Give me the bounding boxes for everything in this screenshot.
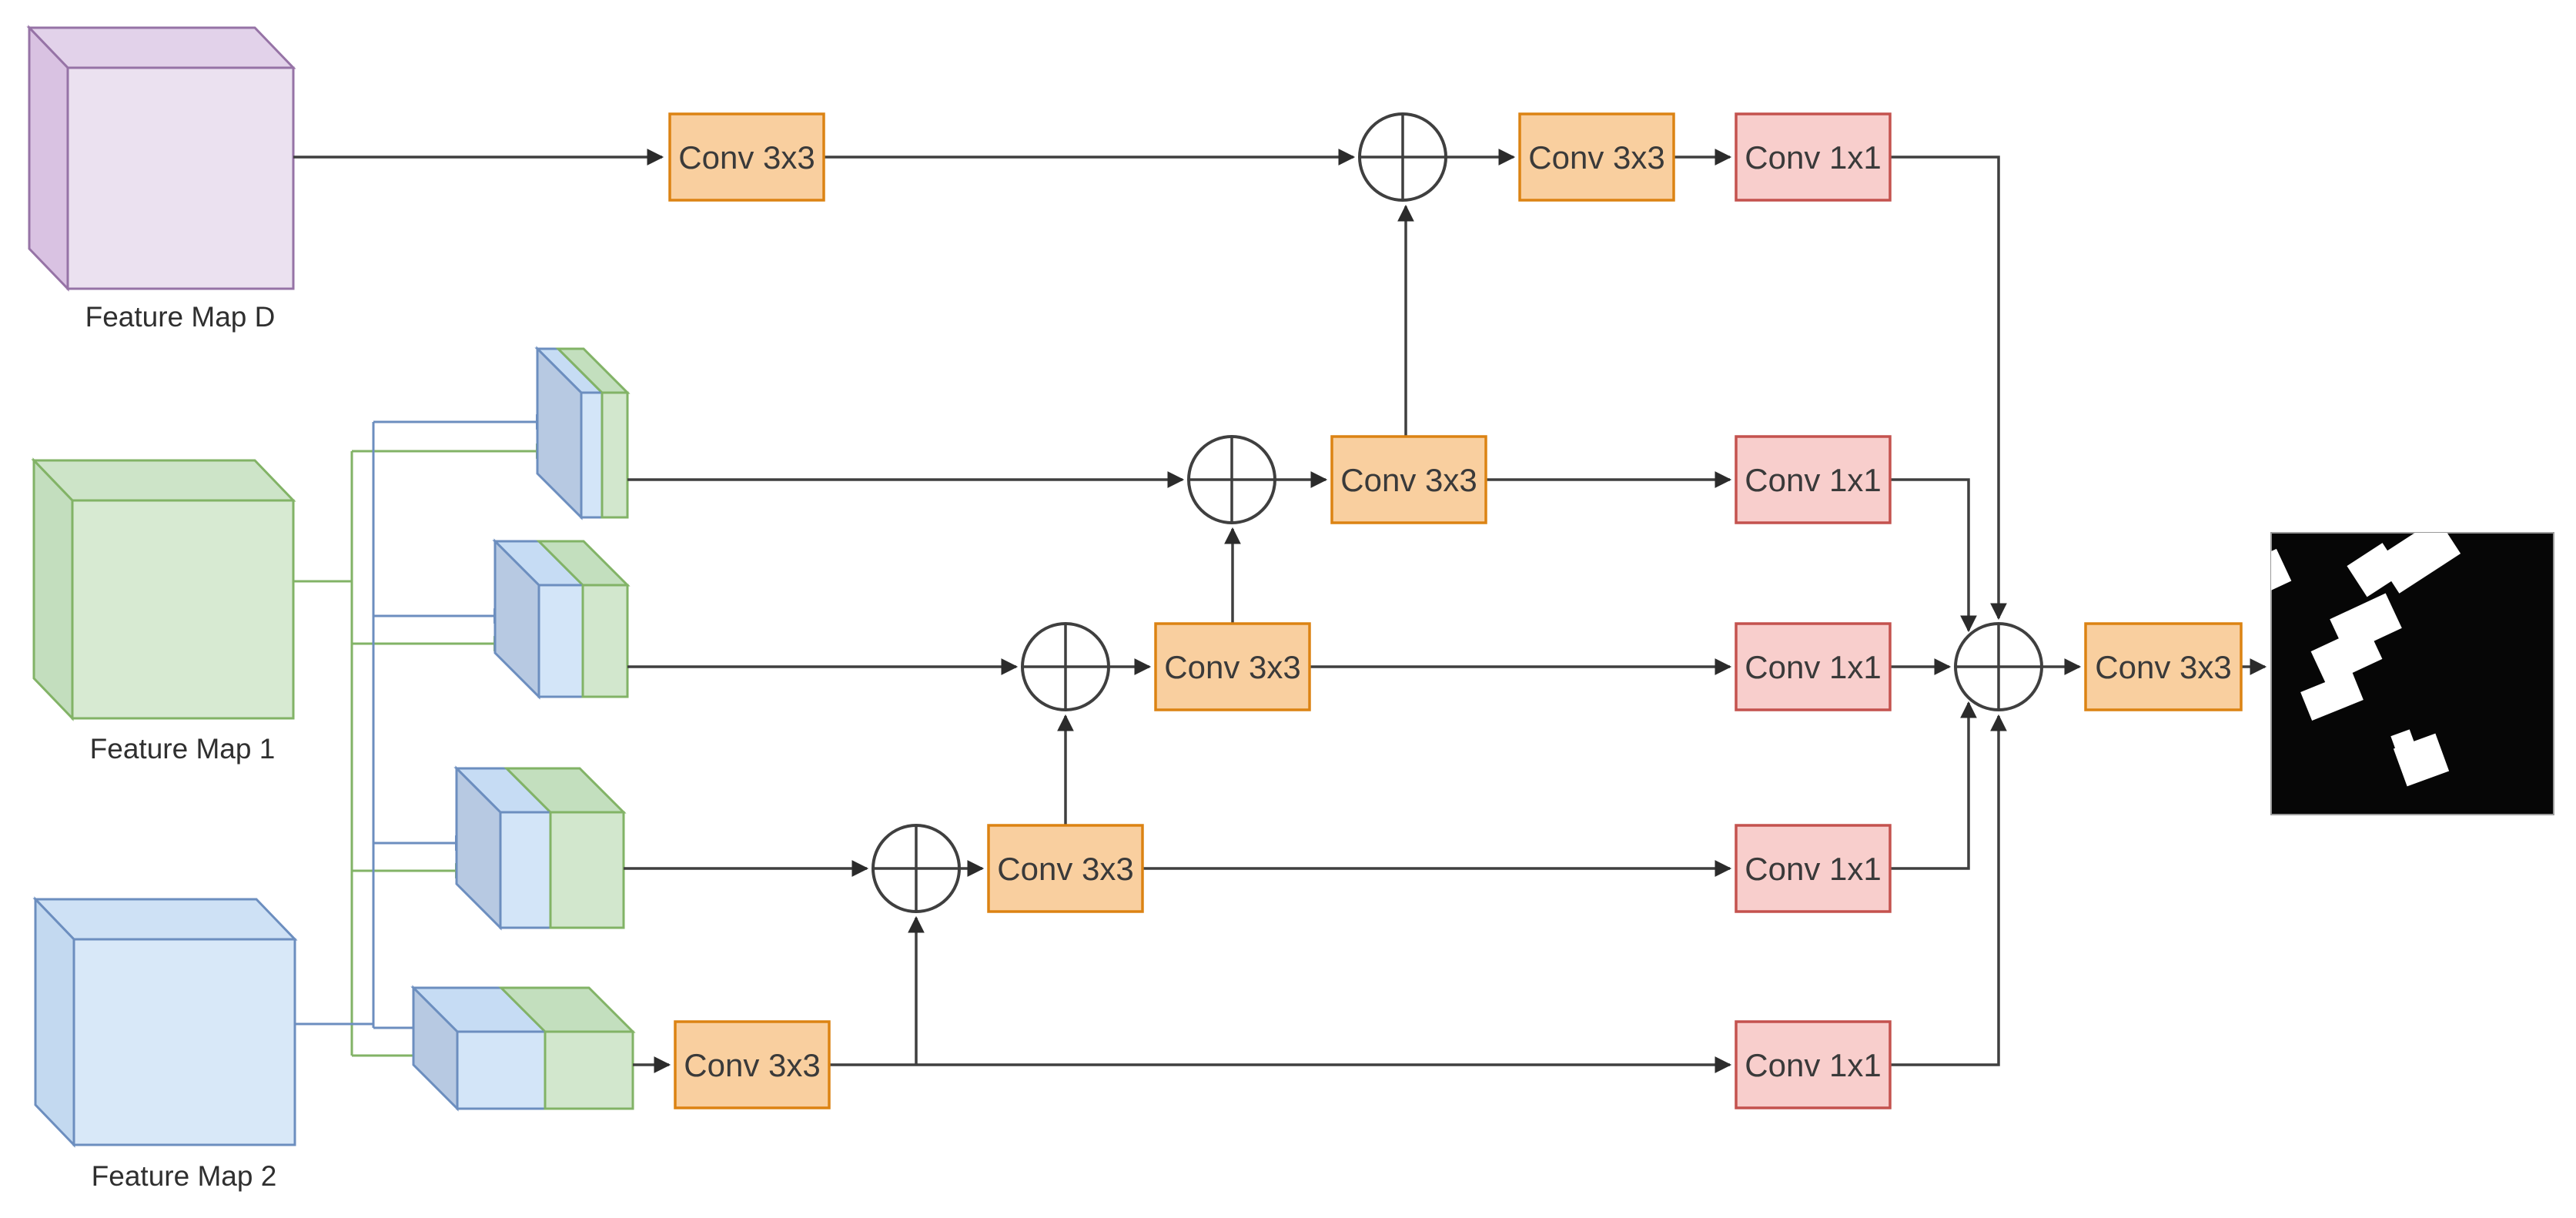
routing-lines: [293, 414, 551, 1063]
cube-side-face: [34, 896, 75, 1148]
conv1x1-row3: Conv 1x1: [1735, 622, 1892, 711]
conv3x3-row2: Conv 3x3: [1330, 435, 1487, 524]
conv-label: Conv 3x3: [2095, 649, 2231, 685]
conv-box: [1154, 622, 1311, 711]
conv-label: Conv 1x1: [1745, 851, 1881, 887]
mask-blob: [2300, 671, 2364, 721]
fused-block-1: [534, 346, 631, 520]
conv-box: [1735, 112, 1892, 202]
conv1x1-row1: Conv 1x1: [1735, 112, 1892, 202]
conv-box: [1735, 1020, 1892, 1109]
add-node-3: [1021, 622, 1110, 711]
add-node-1: [1358, 112, 1447, 202]
conv1x1-row4: Conv 1x1: [1735, 824, 1892, 913]
block-front-green: [601, 391, 629, 519]
block-front-blue: [537, 584, 584, 698]
mask-blob: [2310, 625, 2383, 685]
cube-side-face: [28, 25, 69, 292]
feature-map-d-cube: [26, 25, 296, 292]
feature-map-1-cube: [31, 457, 296, 721]
conv-label: Conv 3x3: [997, 851, 1133, 887]
feature-map-d-label: Feature Map D: [85, 301, 276, 333]
feature-map-2-cube: [32, 896, 298, 1148]
fused-block-2: [492, 538, 631, 700]
mask-blob: [2271, 548, 2292, 591]
conv-label: Conv 3x3: [684, 1047, 820, 1083]
cube-top-face: [26, 26, 296, 69]
conv-box: [1518, 112, 1675, 202]
conv-label: Conv 1x1: [1745, 139, 1881, 176]
segmentation-mask-output: [2270, 532, 2554, 815]
conv-label: Conv 3x3: [678, 139, 815, 176]
cube-top-face: [31, 459, 296, 502]
mask-blob: [2390, 729, 2417, 755]
conv-label: Conv 3x3: [1340, 462, 1477, 498]
add-node-4: [871, 824, 961, 913]
conv-box: [1735, 824, 1892, 913]
conv3x3-final: Conv 3x3: [2084, 622, 2243, 711]
conv1x1-row5: Conv 1x1: [1735, 1020, 1892, 1109]
cube-front-face: [72, 938, 296, 1146]
conv-box: [668, 112, 825, 202]
fused-block-3: [453, 765, 627, 931]
conv-box: [1735, 622, 1892, 711]
feature-map-1-label: Feature Map 1: [90, 733, 276, 765]
cube-top-face: [32, 898, 298, 941]
conv-box: [987, 824, 1144, 913]
block-front-green: [549, 811, 625, 929]
mask-blob: [2347, 543, 2403, 597]
conv1x1-row2: Conv 1x1: [1735, 435, 1892, 524]
conv-label: Conv 3x3: [1164, 649, 1300, 685]
block-front-green: [544, 1030, 634, 1110]
block-front-blue: [580, 391, 604, 519]
feature-map-2-label: Feature Map 2: [92, 1160, 277, 1192]
conv3x3-row5: Conv 3x3: [674, 1020, 831, 1109]
conv3x3-row3: Conv 3x3: [1154, 622, 1311, 711]
conv3x3-row1-b: Conv 3x3: [1518, 112, 1675, 202]
block-front-blue: [456, 1030, 547, 1110]
cube-front-face: [66, 66, 295, 290]
edge-conv1x1-r4-to-sum: [1890, 701, 1977, 870]
conv-box: [2084, 622, 2243, 711]
conv-label: Conv 1x1: [1745, 462, 1881, 498]
conv3x3-row1-a: Conv 3x3: [668, 112, 825, 202]
conv-label: Conv 1x1: [1745, 1047, 1881, 1083]
block-front-green: [581, 584, 629, 698]
edge-conv1x1-r1-to-sum: [1890, 156, 2007, 621]
add-node-2: [1187, 435, 1276, 524]
cube-front-face: [71, 499, 295, 720]
fused-block-4: [410, 985, 636, 1112]
cube-side-face: [32, 457, 74, 721]
block-front-blue: [499, 811, 552, 929]
flow-lines: [293, 149, 2267, 1073]
conv-box: [1330, 435, 1487, 524]
conv-box: [674, 1020, 831, 1109]
add-node-final: [1954, 622, 2043, 711]
conv3x3-row4: Conv 3x3: [987, 824, 1144, 913]
edge-conv1x1-r5-to-sum: [1890, 714, 2007, 1066]
edge-conv1x1-r2-to-sum: [1890, 478, 1977, 633]
conv-box: [1735, 435, 1892, 524]
conv-label: Conv 1x1: [1745, 649, 1881, 685]
conv-label: Conv 3x3: [1528, 139, 1664, 176]
mask-blobs: [2271, 533, 2461, 787]
